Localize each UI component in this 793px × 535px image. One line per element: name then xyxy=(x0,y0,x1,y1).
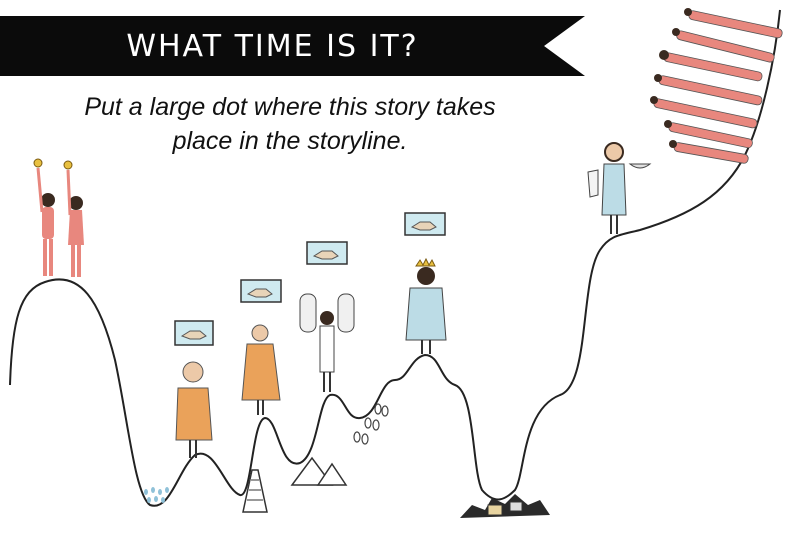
handshake-card-david xyxy=(404,212,446,236)
handshake-card-moses xyxy=(306,241,348,265)
handshake-card-noah xyxy=(174,320,214,346)
footprints-icon xyxy=(353,403,389,445)
page-title: WHAT TIME IS IT? xyxy=(126,28,419,64)
jesus-figure xyxy=(587,142,652,234)
crowd-ascending-figures xyxy=(653,10,783,164)
tower-icon xyxy=(242,469,268,513)
instruction-line-1: Put a large dot where this story takes xyxy=(84,93,496,121)
adam-and-eve-figures xyxy=(33,158,84,277)
noah-figure xyxy=(175,361,213,458)
crowd-heads xyxy=(650,8,692,148)
eve-figure xyxy=(63,160,84,277)
instruction-text: Put a large dot where this story takes p… xyxy=(0,90,580,158)
storyline-path[interactable] xyxy=(9,9,781,507)
abraham-figure xyxy=(241,324,281,415)
instruction-line-2: place in the storyline. xyxy=(172,127,408,155)
adam-figure xyxy=(33,158,55,276)
david-figure xyxy=(405,257,447,354)
rubble-icon xyxy=(460,494,550,518)
pyramids-icon xyxy=(290,456,348,486)
handshake-card-abraham xyxy=(240,279,282,303)
title-banner xyxy=(0,16,585,76)
moses-figure xyxy=(299,293,355,392)
rain-drops-icon xyxy=(144,487,169,503)
